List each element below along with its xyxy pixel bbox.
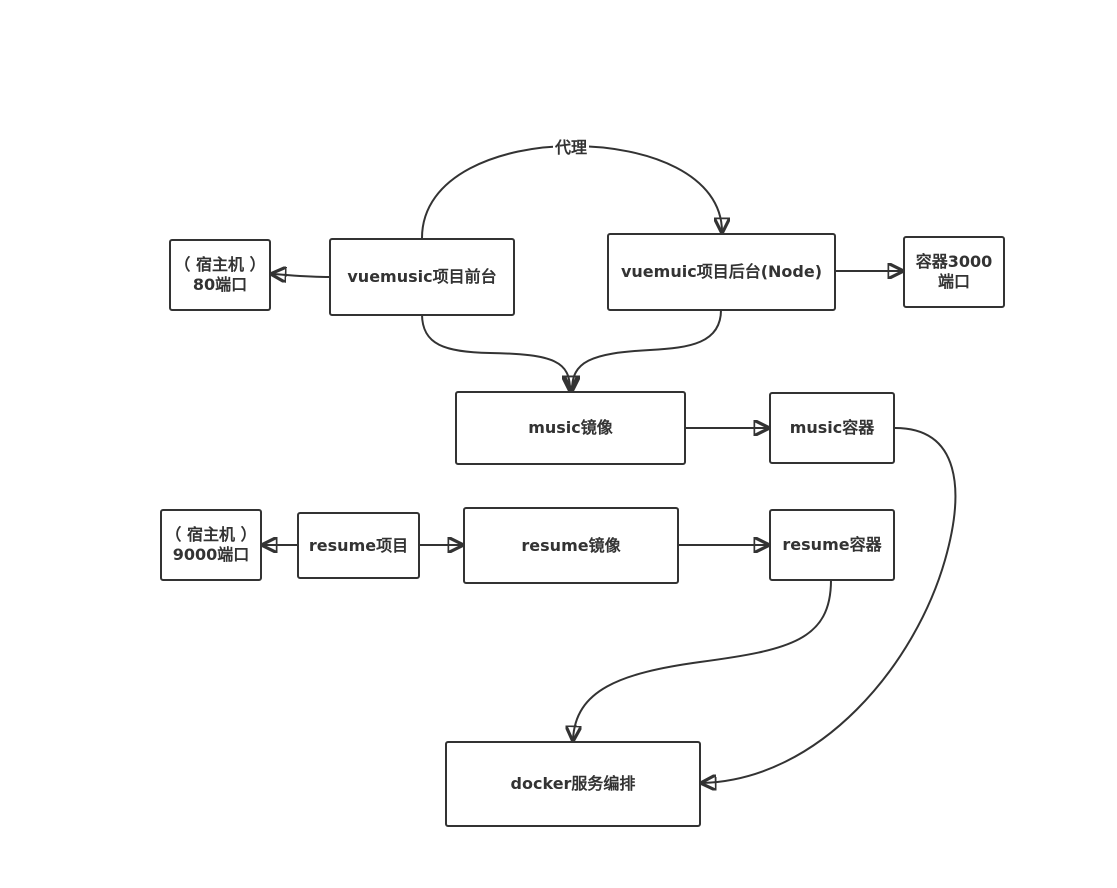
node-vuemusic-frontend[interactable]: vuemusic项目前台 <box>329 238 515 316</box>
node-container-3000-label: 容器3000 端口 <box>915 252 993 291</box>
node-music-image-label: music镜像 <box>528 418 613 437</box>
node-docker-compose-label: docker服务编排 <box>510 774 636 793</box>
edge-proxy <box>421 144 722 239</box>
node-vuemusic-frontend-label: vuemusic项目前台 <box>347 267 497 286</box>
node-container-3000[interactable]: 容器3000 端口 <box>903 236 1005 308</box>
node-resume-image-label: resume镜像 <box>521 535 621 555</box>
node-resume-project-label: resume项目 <box>308 535 409 555</box>
node-resume-container[interactable]: resume容器 <box>769 509 895 581</box>
node-music-container[interactable]: music容器 <box>769 392 895 464</box>
node-host-80[interactable]: （ 宿主机 ） 80端口 <box>169 239 271 311</box>
node-music-image[interactable]: music镜像 <box>455 391 686 465</box>
node-music-container-label: music容器 <box>789 418 875 437</box>
node-resume-project[interactable]: resume项目 <box>297 512 420 579</box>
node-host-80-label: （ 宿主机 ） 80端口 <box>174 255 266 294</box>
node-resume-container-label: resume容器 <box>782 535 882 554</box>
node-docker-compose[interactable]: docker服务编排 <box>445 741 701 827</box>
node-host-9000[interactable]: （ 宿主机 ） 9000端口 <box>160 509 262 581</box>
node-vuemuic-backend[interactable]: vuemuic项目后台(Node) <box>607 233 836 311</box>
edge-frontend-to-music-image <box>421 313 570 390</box>
edge-backend-to-music-image <box>572 309 722 390</box>
node-host-9000-label: （ 宿主机 ） 9000端口 <box>165 525 257 564</box>
node-vuemuic-backend-label: vuemuic项目后台(Node) <box>620 262 823 281</box>
edge-resume-container-to-docker <box>573 579 832 740</box>
edge-music-container-to-docker <box>702 427 957 783</box>
node-resume-image[interactable]: resume镜像 <box>463 507 679 584</box>
proxy-label: 代理 <box>553 138 590 158</box>
edge-frontend-to-host80 <box>272 274 331 277</box>
